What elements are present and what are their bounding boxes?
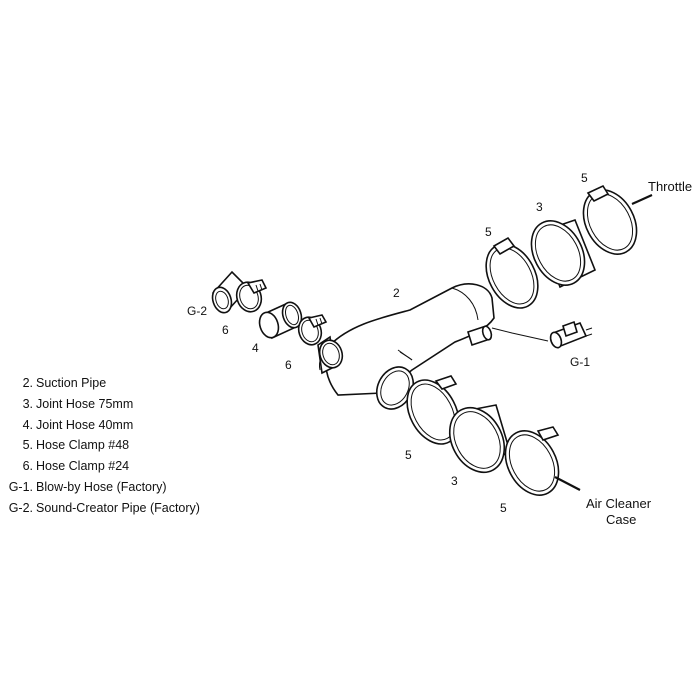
hose-clamp-upper-right [582, 184, 638, 255]
legend-item: G-2.Sound-Creator Pipe (Factory) [4, 498, 200, 519]
hose-clamp-lower-left [406, 375, 460, 445]
suction-pipe [317, 283, 495, 410]
legend-item: 3.Joint Hose 75mm [4, 394, 200, 415]
callout-5-top-right: 5 [581, 171, 588, 185]
legend-code: 6. [22, 459, 33, 474]
legend-description: Sound-Creator Pipe (Factory) [36, 500, 200, 515]
small-hose-clamp-right [297, 314, 328, 346]
callout-5-top-left: 5 [485, 225, 492, 239]
callout-4: 4 [252, 341, 259, 355]
legend-code: 2. [22, 376, 33, 390]
leader-lines [397, 193, 653, 491]
callout-g1: G-1 [570, 355, 590, 369]
joint-hose-75mm-upper [530, 218, 597, 289]
small-hose-clamp-left [235, 279, 268, 313]
legend-description: Hose Clamp #48 [36, 438, 130, 453]
callout-2: 2 [393, 286, 400, 300]
callout-throttle: Throttle [648, 179, 692, 194]
legend-code: G-1. [8, 479, 33, 494]
legend-description: Joint Hose 40mm [36, 417, 134, 432]
callout-g2: G-2 [187, 304, 207, 318]
legend-description: Hose Clamp #24 [36, 459, 130, 474]
callout-6-right: 6 [285, 358, 292, 372]
joint-hose-75mm-lower [448, 404, 511, 474]
legend-item: G-1.Blow-by Hose (Factory) [4, 477, 200, 498]
legend-item: 5.Hose Clamp #48 [4, 435, 200, 456]
callout-6-left: 6 [222, 323, 229, 337]
hose-clamp-lower-right [504, 426, 560, 496]
callout-air-cleaner-line1: Air Cleaner [586, 496, 652, 511]
legend-item: 6.Hose Clamp #24 [4, 456, 200, 477]
joint-hose-40mm [258, 301, 303, 340]
legend-item: 2.Suction Pipe [4, 373, 200, 394]
callout-5-bottom-left: 5 [405, 448, 412, 462]
sound-creator-pipe [211, 270, 250, 314]
callout-3-bottom: 3 [451, 474, 458, 488]
callout-5-bottom-right: 5 [500, 501, 507, 515]
legend-code: 4. [22, 417, 33, 432]
legend-code: 3. [22, 396, 33, 411]
legend-description: Joint Hose 75mm [36, 396, 134, 411]
legend-code: 5. [22, 438, 33, 453]
parts-legend: 2.Suction Pipe 3.Joint Hose 75mm 4.Joint… [4, 373, 200, 519]
legend-description: Suction Pipe [36, 376, 107, 390]
legend-item: 4.Joint Hose 40mm [4, 415, 200, 436]
legend-description: Blow-by Hose (Factory) [36, 479, 167, 494]
hose-clamp-upper-left [485, 236, 539, 309]
callout-air-cleaner-line2: Case [606, 512, 636, 527]
callout-3-top: 3 [536, 200, 543, 214]
blow-by-hose [549, 320, 593, 349]
legend-code: G-2. [8, 500, 33, 515]
